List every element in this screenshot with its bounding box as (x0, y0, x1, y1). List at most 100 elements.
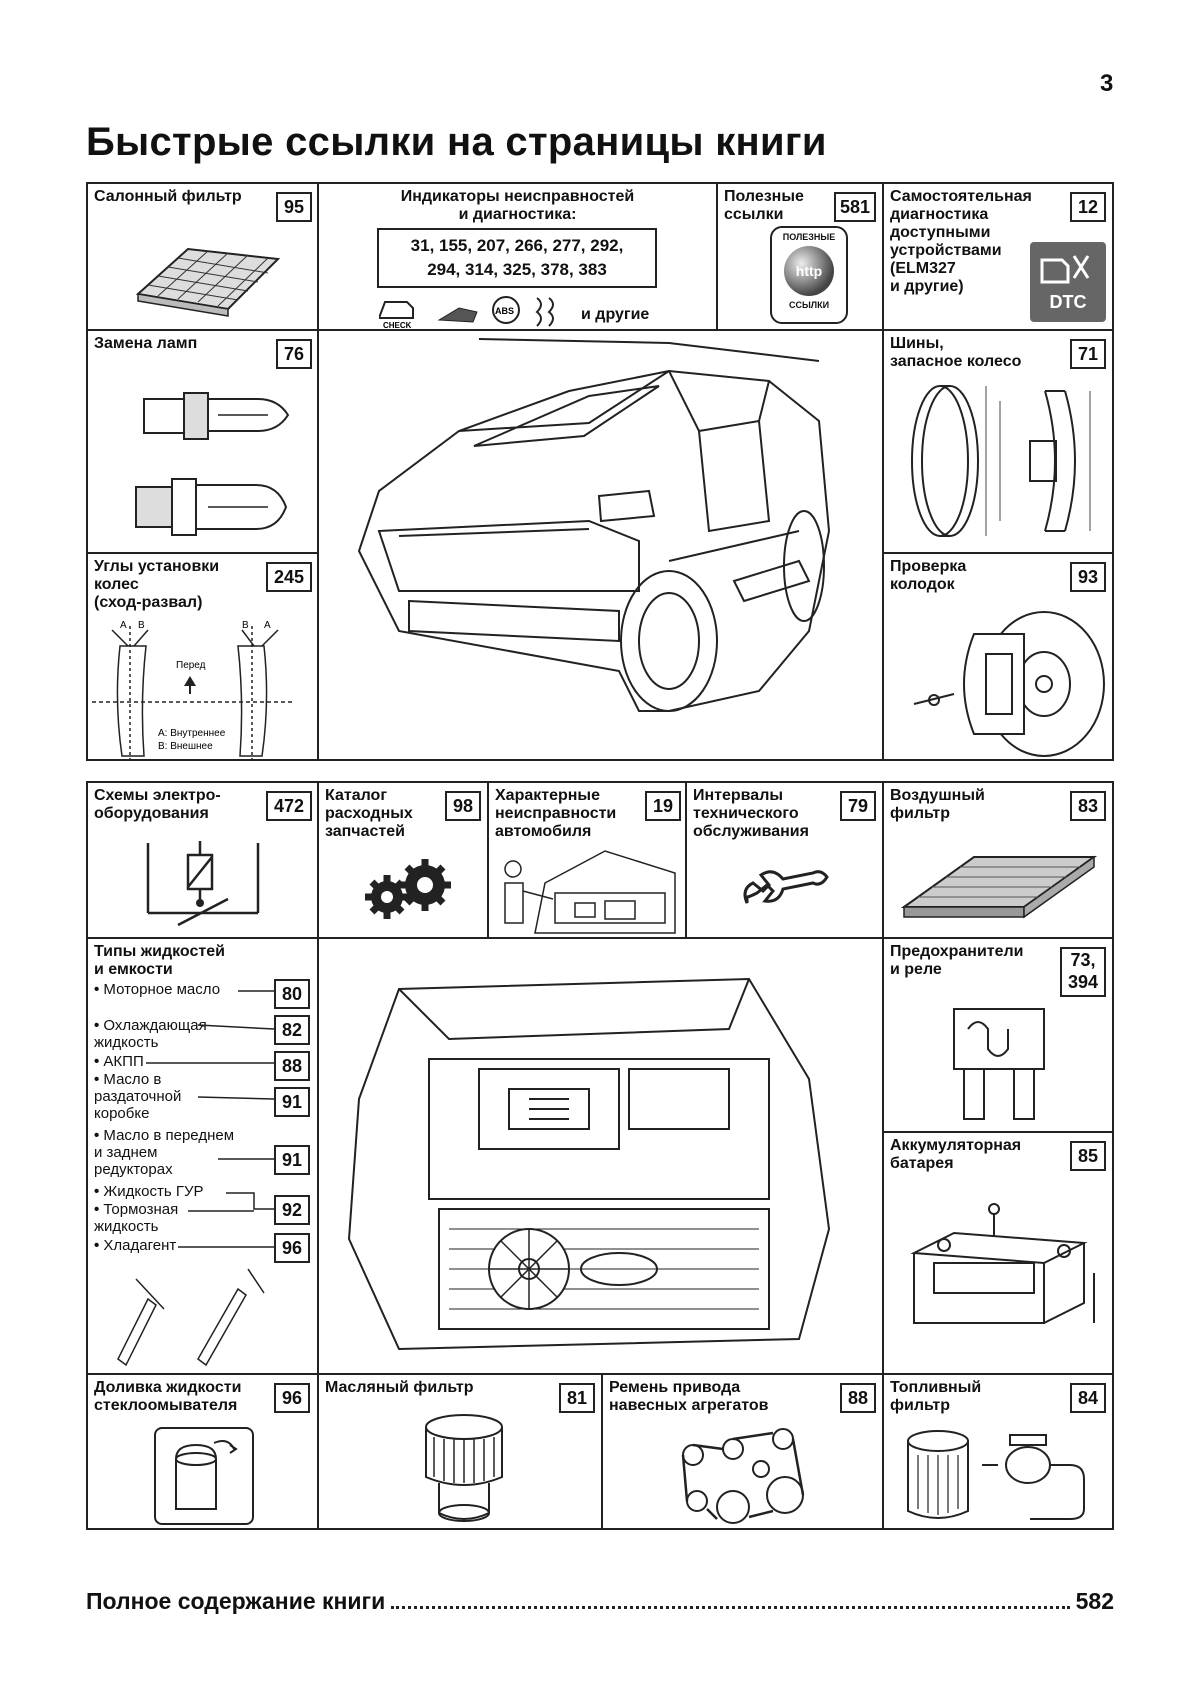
fuse-icon (953, 1008, 1045, 1120)
useful-links-badge[interactable]: ПОЛЕЗНЫЕ http ССЫЛКИ (770, 226, 848, 324)
cell-wiring-diagrams[interactable]: Схемы электро- оборудования 472 (86, 781, 319, 939)
brakes-page[interactable]: 93 (1070, 562, 1106, 592)
indicators-codes[interactable]: 31, 155, 207, 266, 277, 292, 294, 314, 3… (377, 228, 657, 288)
alignment-letter-b-right: B (242, 620, 249, 631)
fuel-filter-page[interactable]: 84 (1070, 1383, 1106, 1413)
cell-typical-faults[interactable]: Характерные неисправности автомобиля 19 (487, 781, 687, 939)
washer-label: Доливка жидкости стеклоомывателя (94, 1379, 242, 1414)
cell-battery[interactable]: Аккумуляторная батарея 85 (882, 1131, 1114, 1375)
cell-tires[interactable]: Шины, запасное колесо 71 (882, 329, 1114, 554)
alignment-legend-b: В: Внешнее (158, 741, 213, 752)
cabin-filter-page[interactable]: 95 (276, 192, 312, 222)
oil-filter-icon (425, 1414, 503, 1522)
indicators-codes-line1: 31, 155, 207, 266, 277, 292, (410, 236, 624, 255)
cell-wheel-alignment[interactable]: Углы установки колес (сход-развал) 245 A… (86, 552, 319, 761)
bulb-icon (135, 392, 290, 536)
toc-leader-dots (391, 1606, 1070, 1609)
badge-bottom-text: ССЫЛКИ (788, 300, 830, 310)
cell-engine-bay (317, 937, 884, 1375)
cell-drive-belt[interactable]: Ремень привода навесных агрегатов 88 (601, 1373, 884, 1530)
wrench-icon (743, 870, 829, 904)
cell-lamps[interactable]: Замена ламп 76 (86, 329, 319, 554)
suv-exterior-illustration (357, 338, 831, 712)
mechanic-car-icon (504, 850, 676, 934)
air-filter-page[interactable]: 83 (1070, 791, 1106, 821)
oil-filter-page[interactable]: 81 (559, 1383, 595, 1413)
full-contents-link[interactable]: Полное содержание книги 582 (86, 1588, 1114, 1615)
fluids-label: Типы жидкостей и емкости (94, 943, 225, 978)
cell-oil-filter[interactable]: Масляный фильтр 81 (317, 1373, 603, 1530)
cell-parts-catalog[interactable]: Каталог расходных запчастей 98 (317, 781, 489, 939)
cell-air-filter[interactable]: Воздушный фильтр 83 (882, 781, 1114, 939)
belt-page[interactable]: 88 (840, 1383, 876, 1413)
tire-icon (911, 385, 1091, 537)
cell-maintenance-intervals[interactable]: Интервалы технического обслуживания 79 (685, 781, 884, 939)
alignment-letter-a-right: A (264, 620, 271, 631)
useful-links-page[interactable]: 581 (834, 192, 876, 222)
oil-filter-label: Масляный фильтр (325, 1379, 474, 1396)
gears-icon (365, 859, 451, 919)
cell-cabin-filter[interactable]: Салонный фильтр 95 (86, 182, 319, 331)
tires-page[interactable]: 71 (1070, 339, 1106, 369)
lamps-page[interactable]: 76 (276, 339, 312, 369)
fluid-leader-lines (117, 990, 275, 1367)
alignment-label: Углы установки колес (сход-развал) (94, 558, 220, 611)
lamps-label: Замена ламп (94, 335, 198, 352)
abs-icon-text: ABS (495, 306, 514, 316)
washer-reservoir-icon (175, 1440, 238, 1510)
fluid-item-power-steering[interactable]: • Жидкость ГУР (94, 1183, 204, 1200)
battery-icon (910, 1203, 1095, 1324)
fuel-filter-label: Топливный фильтр (890, 1379, 982, 1414)
fluid-item-engine-oil[interactable]: • Моторное масло (94, 981, 221, 998)
faults-page[interactable]: 19 (645, 791, 681, 821)
cell-fuel-filter[interactable]: Топливный фильтр 84 (882, 1373, 1114, 1530)
alignment-letter-a-left: A (120, 620, 127, 631)
fluid-differentials-page[interactable]: 91 (274, 1145, 310, 1175)
fluid-brake-page[interactable]: 92 (274, 1195, 310, 1225)
cell-brake-pads[interactable]: Проверка колодок 93 (882, 552, 1114, 761)
warning-lamps-icon: CHECK ABS (379, 296, 554, 330)
check-icon-text: CHECK (383, 321, 412, 330)
globe-icon: http (784, 246, 834, 296)
cell-washer-fluid[interactable]: Доливка жидкости стеклоомывателя 96 (86, 1373, 319, 1530)
brakes-label: Проверка колодок (890, 558, 967, 593)
fluid-coolant-page[interactable]: 82 (274, 1015, 310, 1045)
cell-fuses-relays[interactable]: Предохранители и реле 73, 394 (882, 937, 1114, 1133)
alignment-page[interactable]: 245 (266, 562, 312, 592)
fuses-page[interactable]: 73, 394 (1060, 947, 1106, 997)
air-filter-label: Воздушный фильтр (890, 787, 985, 822)
dtc-text: DTC (1049, 292, 1087, 312)
fluid-engine-oil-page[interactable]: 80 (274, 979, 310, 1009)
fluid-atf-page[interactable]: 88 (274, 1051, 310, 1081)
fluid-item-atf[interactable]: • АКПП (94, 1053, 144, 1070)
washer-page[interactable]: 96 (274, 1383, 310, 1413)
indicators-codes-line2: 294, 314, 325, 378, 383 (427, 260, 607, 279)
parts-catalog-page[interactable]: 98 (445, 791, 481, 821)
fluid-item-transfer-case[interactable]: • Масло в раздаточной коробке (94, 1071, 182, 1122)
belt-label: Ремень привода навесных агрегатов (609, 1379, 769, 1414)
cell-indicators[interactable]: Индикаторы неисправностей и диагностика:… (317, 182, 718, 331)
fluid-item-refrigerant[interactable]: • Хладагент (94, 1237, 177, 1254)
fluid-transfer-case-page[interactable]: 91 (274, 1087, 310, 1117)
fluid-item-coolant[interactable]: • Охлаждающая жидкость (94, 1017, 207, 1051)
cell-useful-links[interactable]: Полезные ссылки 581 ПОЛЕЗНЫЕ http ССЫЛКИ (716, 182, 884, 331)
air-filter-icon (900, 855, 1098, 919)
wiring-page[interactable]: 472 (266, 791, 312, 821)
fluid-refrigerant-page[interactable]: 96 (274, 1233, 310, 1263)
tires-label: Шины, запасное колесо (890, 335, 1022, 370)
alignment-front-text: Перед (176, 660, 206, 671)
self-diagnostics-page[interactable]: 12 (1070, 192, 1106, 222)
page-number: 3 (1100, 70, 1114, 97)
fluid-item-differentials[interactable]: • Масло в переднем и заднем редукторах (94, 1127, 235, 1178)
faults-label: Характерные неисправности автомобиля (495, 787, 617, 840)
maintenance-page[interactable]: 79 (840, 791, 876, 821)
page-title: Быстрые ссылки на страницы книги (86, 120, 827, 164)
wiring-label: Схемы электро- оборудования (94, 787, 221, 822)
cabin-filter-icon (135, 247, 281, 317)
cell-self-diagnostics[interactable]: Самостоятельная диагностика доступными у… (882, 182, 1114, 331)
alignment-letter-b-left: B (138, 620, 145, 631)
battery-page[interactable]: 85 (1070, 1141, 1106, 1171)
fluid-item-brake-fluid[interactable]: • Тормозная жидкость (94, 1201, 179, 1235)
fuses-page-line1: 73, (1070, 950, 1096, 970)
cell-fluids[interactable]: Типы жидкостей и емкости • Моторное масл… (86, 937, 319, 1375)
